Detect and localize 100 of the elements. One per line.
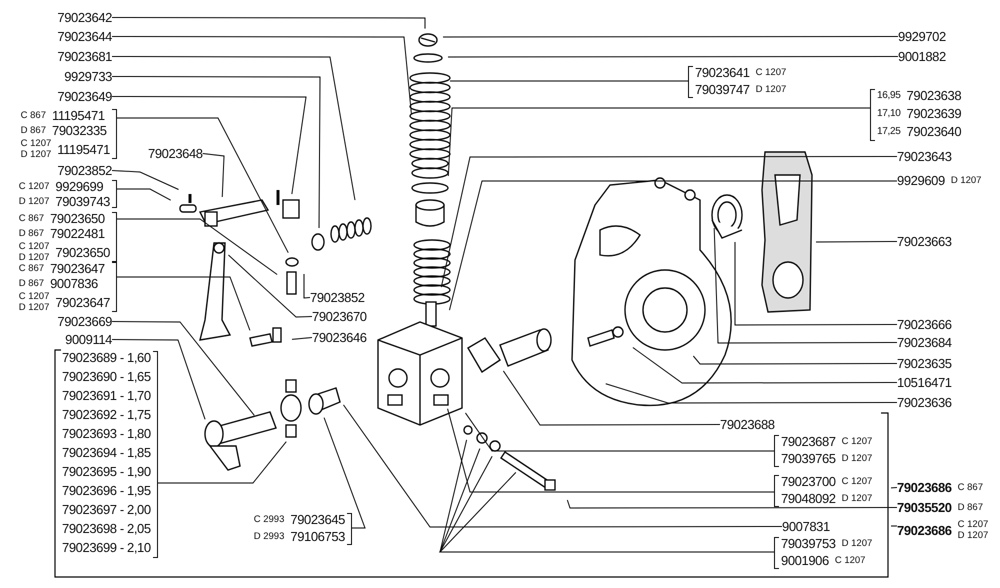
model-code: C 1207: [18, 291, 50, 302]
part-number: 9007831: [782, 519, 830, 534]
part-number: 9009114: [65, 332, 112, 347]
leader-line: [304, 274, 310, 299]
part-number: 79023663: [897, 234, 952, 249]
part-number: 79023635: [897, 356, 952, 371]
leader-line: [116, 218, 278, 275]
model-code: D 1207: [18, 196, 50, 207]
part-number: 79032335: [52, 123, 107, 138]
model-code: C 1207: [842, 436, 872, 447]
leader-line: [442, 36, 898, 38]
part-number: 79039753: [781, 536, 836, 551]
part-number: 79023642: [57, 10, 112, 25]
part-number: 79023694 - 1,85: [62, 445, 151, 460]
part-number: 9929609: [897, 173, 945, 188]
part-number: 79023689 - 1,60: [62, 350, 151, 365]
part-number: 79035520: [897, 500, 952, 515]
model-code: D 1207: [20, 149, 52, 160]
part-number: 79023649: [57, 89, 112, 104]
part-number: 79023686: [897, 480, 952, 495]
leader-line: [890, 487, 898, 488]
leader-line: [112, 170, 180, 190]
model-code: D 1207: [958, 530, 988, 541]
part-number: 79023666: [897, 317, 952, 332]
part-number: 79023687: [781, 434, 836, 449]
leader-line: [116, 276, 250, 331]
part-number: 79039747: [695, 82, 750, 97]
part-number: 79023647: [50, 261, 105, 276]
shim-size: 17,25: [877, 125, 901, 139]
model-code: C 1207: [834, 555, 866, 566]
part-number: 79023648: [148, 146, 203, 161]
leader-line: [566, 500, 898, 508]
leader-line: [448, 56, 898, 58]
part-number: 9929699: [55, 179, 104, 194]
model-code: C 1207: [842, 476, 872, 487]
part-number: 79023697 - 2,00: [62, 502, 151, 517]
leader-line: [502, 370, 720, 426]
part-number: 79023640: [906, 124, 962, 139]
model-code: C 2993: [254, 514, 284, 525]
leader-line: [112, 56, 356, 201]
leader-line: [112, 321, 255, 416]
leader-line: [116, 118, 289, 254]
model-code: D 1207: [756, 84, 786, 95]
part-number: 79023693 - 1,80: [62, 426, 151, 441]
leader-line: [816, 241, 898, 242]
leader-line: [448, 180, 898, 311]
part-number: 11195471: [52, 108, 105, 123]
part-number: 9001906: [781, 553, 829, 568]
leader-line: [447, 408, 774, 492]
model-code: D 1207: [950, 175, 982, 186]
part-number: 79023639: [906, 106, 962, 121]
model-code: C 867: [958, 482, 983, 493]
model-code: C 867: [20, 110, 46, 121]
part-number: 10516471: [897, 375, 952, 390]
model-code: C 1207: [20, 138, 52, 149]
part-number: 79039765: [781, 451, 836, 466]
leader-line: [714, 228, 898, 344]
part-number: 79023695 - 1,90: [62, 464, 151, 479]
model-code: D 1207: [842, 538, 872, 549]
model-code: D 2993: [254, 531, 284, 542]
part-number: 79039743: [55, 194, 110, 209]
part-number: 9929733: [64, 69, 112, 84]
leader-line: [440, 156, 898, 288]
part-number: 79023641: [695, 65, 750, 80]
leader-line: [202, 153, 225, 198]
part-number: 79023852: [57, 163, 112, 178]
part-number: 79023650: [55, 244, 110, 260]
part-number: 79023644: [57, 29, 112, 44]
part-number: 79023688: [720, 417, 775, 432]
leader-line: [157, 441, 287, 484]
part-number: 79048092: [781, 491, 836, 506]
leader-line: [605, 383, 898, 404]
part-number: 79023646: [312, 330, 367, 345]
leader-line: [632, 347, 898, 384]
leader-line: [450, 80, 688, 82]
model-code: D 867: [958, 502, 983, 513]
model-code: C 1207: [18, 181, 50, 192]
part-number: 79023700: [781, 474, 836, 489]
leader-line: [324, 417, 366, 528]
leader-line: [291, 337, 312, 340]
model-code: D 1207: [842, 493, 872, 504]
shim-size: 16,95: [877, 89, 901, 103]
part-number: 79023852: [310, 290, 365, 305]
part-number: 79023645: [290, 512, 345, 527]
model-code: D 1207: [842, 453, 872, 464]
part-number: 79022481: [50, 226, 105, 241]
part-number: 79023684: [897, 335, 952, 350]
leader-line: [112, 339, 206, 420]
leader-line: [112, 36, 412, 115]
part-number: 79023686: [897, 522, 952, 538]
leader-line: [116, 188, 172, 201]
part-number: 79023670: [312, 309, 367, 324]
model-code: C 1207: [18, 241, 50, 252]
leader-line: [342, 404, 782, 528]
part-number: 79023647: [55, 294, 110, 310]
part-number: 79023650: [50, 211, 105, 226]
part-number: 79023696 - 1,95: [62, 483, 151, 498]
leader-line: [112, 76, 320, 228]
model-code: C 1207: [958, 519, 988, 530]
leader-line: [692, 356, 898, 364]
